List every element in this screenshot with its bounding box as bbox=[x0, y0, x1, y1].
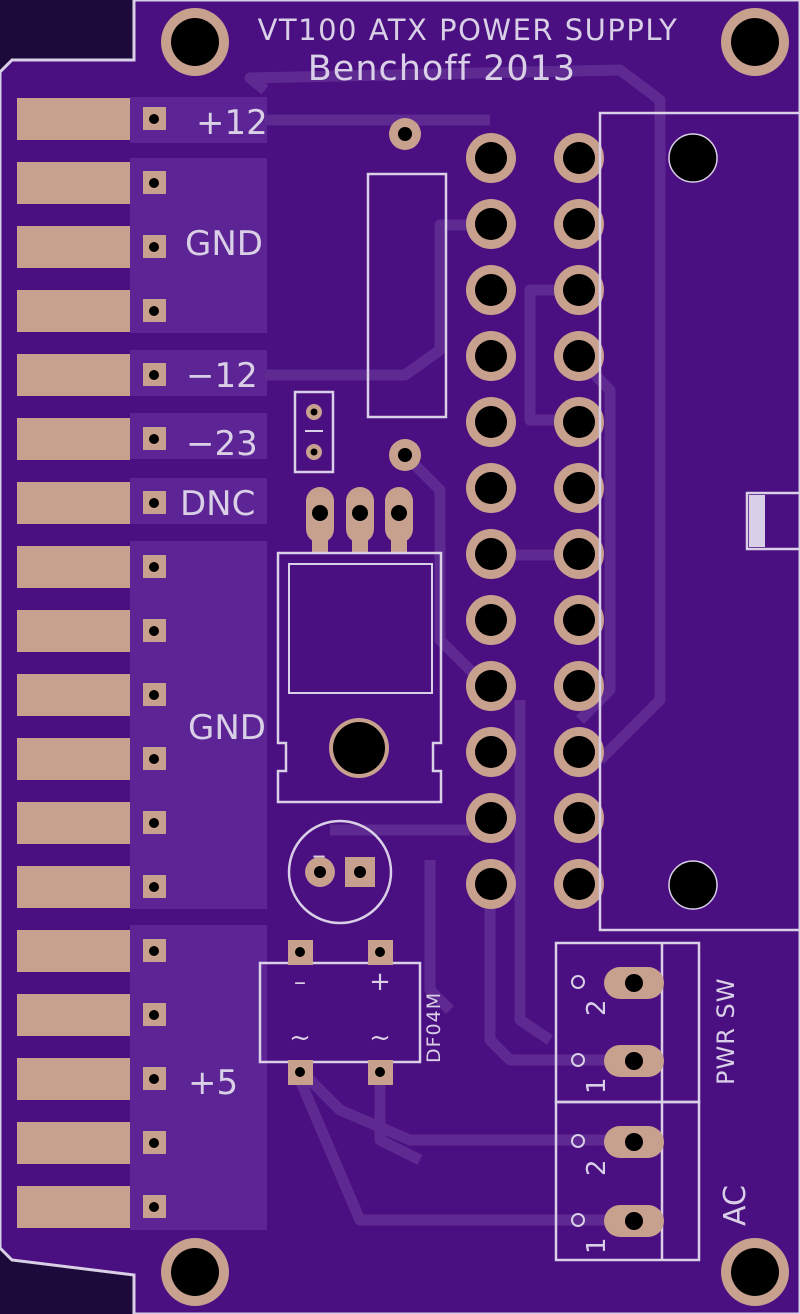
label-minus12: −12 bbox=[186, 356, 258, 396]
voltage-regulator bbox=[276, 487, 443, 804]
header-pin bbox=[466, 331, 516, 381]
bridge-ac1-label: ~ bbox=[289, 1023, 311, 1053]
header-pin bbox=[466, 463, 516, 513]
header-pin bbox=[466, 265, 516, 315]
edge-finger bbox=[17, 290, 166, 332]
edge-finger bbox=[17, 1122, 166, 1164]
edge-finger bbox=[17, 418, 166, 460]
header-pin bbox=[466, 793, 516, 843]
edge-connector bbox=[17, 98, 166, 1228]
board-subtitle: Benchoff 2013 bbox=[308, 49, 576, 89]
label-plus12: +12 bbox=[196, 103, 268, 143]
header-pin bbox=[554, 265, 604, 315]
header-pin bbox=[554, 397, 604, 447]
pwr-sw-pin2-label: 2 bbox=[582, 999, 612, 1016]
label-gnd-top: GND bbox=[185, 224, 263, 264]
ac-pin1-label: 1 bbox=[582, 1237, 612, 1254]
header-pin bbox=[466, 727, 516, 777]
ac-pin2-label: 2 bbox=[582, 1159, 612, 1176]
label-dnc: DNC bbox=[180, 484, 255, 524]
edge-finger bbox=[17, 226, 166, 268]
bridge-rectifier: – + ~ ~ DF04M bbox=[258, 940, 445, 1085]
header-pin bbox=[466, 661, 516, 711]
edge-finger bbox=[17, 354, 166, 396]
pwr-sw-label: PWR SW bbox=[712, 978, 740, 1085]
header-pin bbox=[554, 727, 604, 777]
header-pin bbox=[554, 463, 604, 513]
bridge-minus-label: – bbox=[294, 968, 306, 996]
edge-finger bbox=[17, 674, 166, 716]
ac-connector: 2 1 AC bbox=[554, 1100, 753, 1262]
pin-header bbox=[466, 133, 604, 909]
header-pin bbox=[554, 529, 604, 579]
atx-connector-outline bbox=[598, 111, 800, 932]
edge-finger bbox=[17, 162, 166, 204]
edge-labels: +12 GND −12 −23 DNC GND +5 bbox=[180, 103, 268, 1103]
header-pin bbox=[466, 859, 516, 909]
label-minus23: −23 bbox=[186, 424, 258, 464]
ac-label: AC bbox=[718, 1185, 753, 1226]
edge-finger bbox=[17, 98, 166, 140]
bridge-ac2-label: ~ bbox=[369, 1023, 391, 1053]
label-plus5: +5 bbox=[188, 1063, 238, 1103]
bridge-plus-label: + bbox=[369, 967, 391, 997]
jumper-header bbox=[293, 390, 335, 474]
pwr-sw-connector: 2 1 PWR SW bbox=[554, 941, 740, 1104]
edge-finger bbox=[17, 1058, 166, 1100]
header-pin bbox=[466, 199, 516, 249]
header-pin bbox=[554, 331, 604, 381]
edge-finger bbox=[17, 738, 166, 780]
header-pin bbox=[466, 529, 516, 579]
edge-finger bbox=[17, 546, 166, 588]
edge-finger bbox=[17, 994, 166, 1036]
pwr-sw-pin1-label: 1 bbox=[582, 1077, 612, 1094]
capacitor: – bbox=[287, 819, 393, 925]
board-title: VT100 ATX POWER SUPPLY bbox=[258, 13, 679, 47]
header-pin bbox=[554, 859, 604, 909]
header-pin bbox=[466, 595, 516, 645]
header-pin bbox=[466, 397, 516, 447]
label-gnd-mid: GND bbox=[188, 708, 266, 748]
edge-finger bbox=[17, 1186, 166, 1228]
resistor bbox=[366, 118, 448, 471]
header-pin bbox=[554, 661, 604, 711]
header-pin bbox=[466, 133, 516, 183]
mounting-holes bbox=[161, 8, 789, 1306]
bridge-part-number: DF04M bbox=[423, 992, 445, 1063]
edge-finger bbox=[17, 866, 166, 908]
edge-finger bbox=[17, 482, 166, 524]
copper-pours bbox=[130, 97, 267, 1230]
header-pin bbox=[554, 199, 604, 249]
header-pin bbox=[554, 595, 604, 645]
edge-finger bbox=[17, 610, 166, 652]
header-pin bbox=[554, 793, 604, 843]
header-pin bbox=[554, 133, 604, 183]
edge-finger bbox=[17, 802, 166, 844]
edge-finger bbox=[17, 930, 166, 972]
